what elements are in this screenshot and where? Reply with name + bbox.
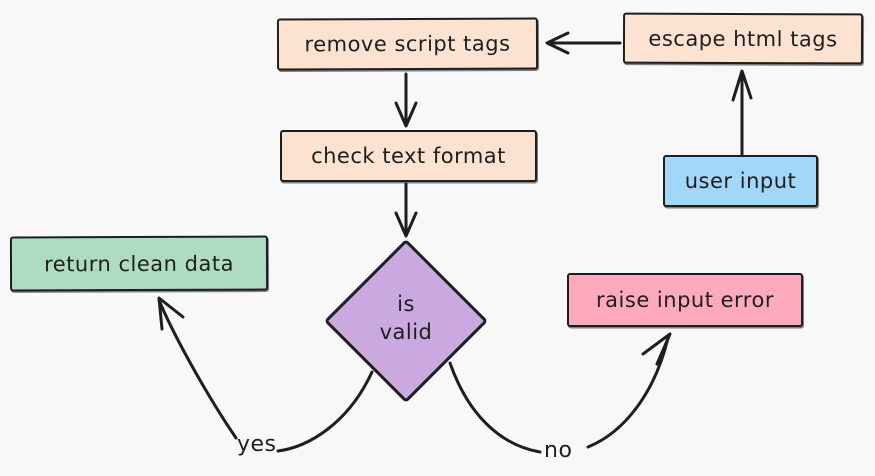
node-check-text-format-label: check text format bbox=[311, 144, 506, 168]
arrow-check-to-diamond bbox=[394, 182, 418, 238]
node-user-input: user input bbox=[663, 155, 818, 207]
node-remove-script-tags: remove script tags bbox=[276, 17, 539, 71]
node-is-valid-label-line1: is bbox=[397, 292, 415, 316]
node-escape-html-tags-label: escape html tags bbox=[648, 26, 838, 51]
node-escape-html-tags: escape html tags bbox=[622, 12, 864, 65]
arrow-remove-to-check bbox=[394, 72, 418, 128]
arrow-user-to-escape bbox=[731, 69, 753, 156]
node-raise-input-error-label: raise input error bbox=[596, 288, 774, 312]
node-remove-script-tags-label: remove script tags bbox=[304, 31, 511, 57]
node-raise-input-error: raise input error bbox=[567, 273, 803, 327]
node-is-valid-label-line2: valid bbox=[379, 320, 433, 345]
edge-label-yes: yes bbox=[237, 432, 277, 457]
node-return-clean-data: return clean data bbox=[9, 235, 269, 292]
edge-label-no: no bbox=[544, 438, 573, 463]
node-check-text-format: check text format bbox=[280, 130, 537, 182]
arrow-escape-to-remove bbox=[545, 31, 622, 55]
node-user-input-label: user input bbox=[684, 169, 797, 193]
arrow-no-branch bbox=[448, 332, 672, 454]
node-is-valid-label: is valid bbox=[336, 290, 476, 347]
node-return-clean-data-label: return clean data bbox=[44, 251, 234, 276]
